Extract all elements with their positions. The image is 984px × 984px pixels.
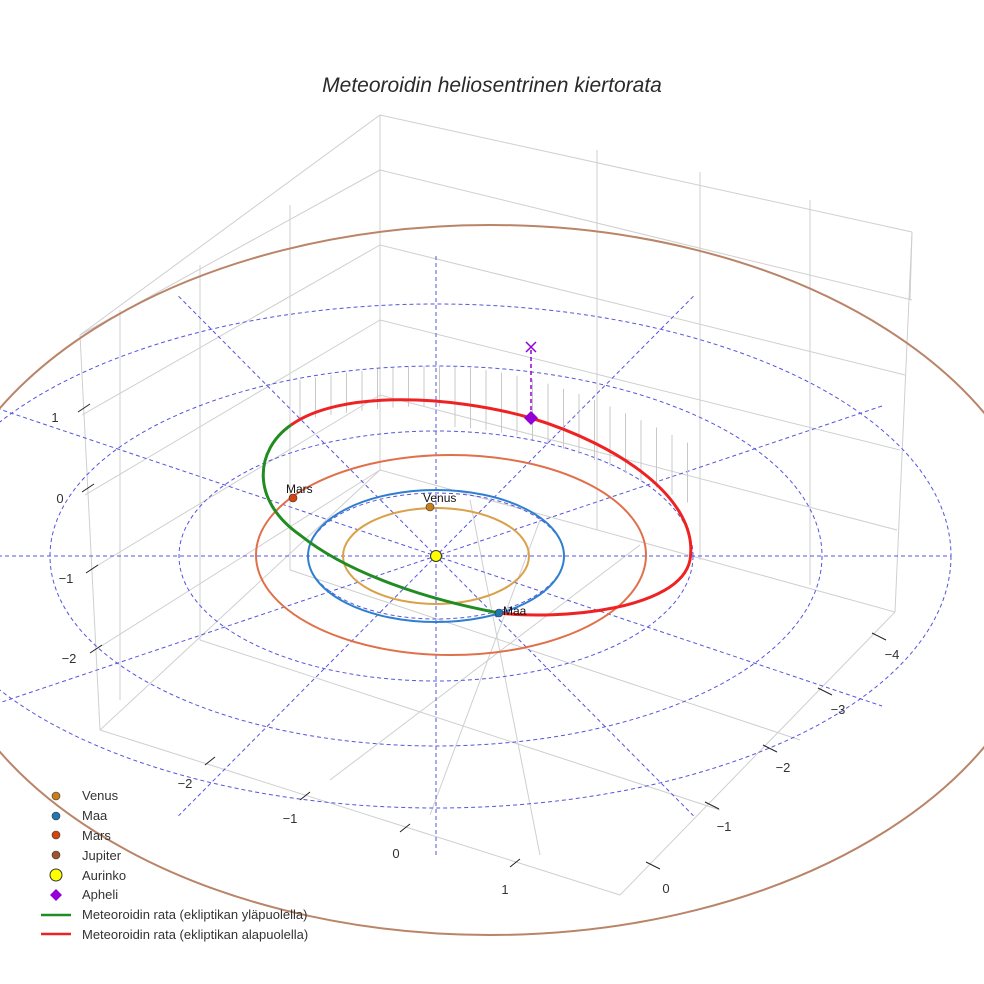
- z-tick-label: 0: [56, 491, 63, 506]
- legend-label: Venus: [82, 788, 119, 804]
- z-tick-mark: [81, 483, 95, 493]
- x-tick-mark: [399, 823, 411, 833]
- legend-label: Apheli: [82, 887, 119, 903]
- grid-line: [469, 499, 541, 856]
- axis-box-grid: [79, 114, 913, 896]
- y-tick-mark: [871, 632, 887, 641]
- y-tick-mark: [645, 861, 661, 870]
- z-tick-mark: [89, 644, 103, 654]
- grid-line: [379, 114, 913, 233]
- z-tick-mark: [85, 564, 99, 574]
- y-tick-mark: [704, 801, 720, 810]
- legend-diamond-icon: [36, 888, 76, 902]
- y-tick-label: 0: [662, 881, 669, 896]
- aphelion-projection-x-icon: [525, 341, 537, 353]
- legend-item[interactable]: Venus: [36, 786, 308, 806]
- legend-circle-icon: [36, 790, 76, 802]
- grid-line: [329, 544, 641, 781]
- z-tick-label: 1: [51, 410, 58, 425]
- orbit-below-ecliptic: [290, 398, 693, 617]
- grid-line: [289, 569, 801, 741]
- legend-circle-icon: [36, 849, 76, 861]
- ecliptic-reference-grid: [0, 256, 952, 856]
- grid-line: [99, 729, 621, 896]
- legend-label: Jupiter: [82, 847, 122, 863]
- orbit-maa: [307, 489, 565, 623]
- legend-item[interactable]: Maa: [36, 806, 308, 826]
- planet-label: Mars: [286, 482, 313, 496]
- axis-ticks: 1 0 −1 −2 −2 −1 0 1 −4 −3 −2 −1 0: [51, 403, 900, 897]
- z-tick-mark: [77, 403, 91, 413]
- x-tick-mark: [299, 791, 311, 801]
- legend-label: Maa: [82, 808, 108, 824]
- legend-item[interactable]: Apheli: [36, 885, 308, 905]
- orbit-mars: [255, 454, 647, 656]
- legend-label: Meteoroidin rata (ekliptikan alapuolella…: [82, 926, 309, 942]
- x-tick-mark: [204, 756, 216, 766]
- legend-item[interactable]: Jupiter: [36, 845, 308, 865]
- orbit-venus: [342, 507, 530, 605]
- grid-line: [94, 469, 381, 651]
- legend-label: Aurinko: [82, 867, 127, 883]
- planet-maa: [494, 608, 504, 618]
- legend-item[interactable]: Aurinko: [36, 865, 308, 885]
- legend-line-icon: [36, 931, 76, 937]
- grid-line: [199, 639, 721, 811]
- legend-label: Mars: [82, 827, 111, 843]
- planet-orbits: [0, 224, 984, 936]
- legend-item[interactable]: Meteoroidin rata (ekliptikan alapuolella…: [36, 925, 308, 945]
- legend-label: Meteoroidin rata (ekliptikan yläpuolella…: [82, 907, 308, 923]
- z-tick-label: −2: [62, 651, 77, 666]
- grid-line: [429, 519, 541, 816]
- y-tick-label: −2: [776, 760, 791, 775]
- grid-line: [84, 319, 381, 496]
- grid-line: [79, 114, 381, 336]
- grid-line: [79, 334, 101, 731]
- grid-line: [619, 611, 896, 896]
- y-tick-label: −4: [885, 647, 900, 662]
- orbit-above-ecliptic: [261, 423, 500, 615]
- legend-item[interactable]: Mars: [36, 826, 308, 846]
- grid-line: [379, 244, 906, 376]
- orbit-height-stems: [299, 366, 688, 503]
- legend-circle-icon: [36, 829, 76, 841]
- legend-circle-large-icon: [36, 867, 76, 883]
- x-tick-label: −2: [178, 776, 193, 791]
- planet-label: Venus: [423, 491, 456, 505]
- y-tick-label: −3: [831, 702, 846, 717]
- grid-line: [379, 169, 913, 301]
- z-tick-label: −1: [59, 571, 74, 586]
- x-tick-mark: [509, 858, 521, 868]
- grid-line: [99, 469, 381, 731]
- grid-line: [379, 394, 898, 531]
- legend-line-icon: [36, 912, 76, 918]
- grid-line: [89, 394, 381, 571]
- aphelion-marker: [524, 411, 538, 425]
- y-tick-label: −1: [717, 819, 732, 834]
- planet-venus: [425, 502, 435, 512]
- legend-item[interactable]: Meteoroidin rata (ekliptikan yläpuolella…: [36, 905, 308, 925]
- planet-label: Maa: [503, 604, 527, 618]
- planet-mars: [288, 493, 298, 503]
- grid-line: [81, 244, 381, 416]
- y-tick-mark: [762, 744, 778, 753]
- grid-line: [894, 231, 913, 613]
- x-tick-label: 1: [501, 882, 508, 897]
- meteoroid-orbit: [261, 350, 693, 617]
- x-tick-label: −1: [283, 811, 298, 826]
- chart-title: Meteoroidin heliosentrinen kiertorata: [322, 74, 662, 97]
- sun-marker: [430, 550, 442, 562]
- grid-line: [379, 319, 901, 451]
- y-tick-mark: [817, 687, 833, 696]
- orbit-jupiter: [0, 224, 984, 936]
- grid-line: [379, 469, 896, 613]
- legend-circle-icon: [36, 810, 76, 822]
- x-tick-label: 0: [392, 846, 399, 861]
